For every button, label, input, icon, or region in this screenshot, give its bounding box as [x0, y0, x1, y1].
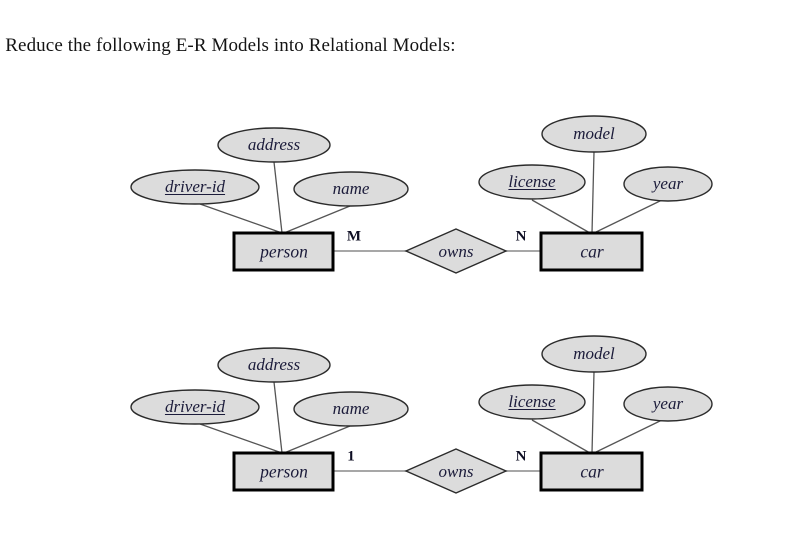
attribute-ellipse-model	[541, 335, 647, 373]
attribute-ellipse-driver-id	[130, 169, 260, 205]
entity-rect-car	[539, 451, 644, 492]
entity-rect-person	[232, 231, 335, 272]
relationship-diamond-owns	[404, 228, 508, 274]
connector-lines-person	[199, 381, 351, 454]
attribute-ellipse-address	[217, 127, 331, 163]
attribute-ellipse-driver-id	[130, 389, 260, 425]
connector-lines-car	[531, 151, 663, 234]
attribute-ellipse-license	[478, 164, 586, 200]
attribute-ellipse-license	[478, 384, 586, 420]
page-title: ) Reduce the following E-R Models into R…	[0, 35, 456, 56]
attribute-ellipse-model	[541, 115, 647, 153]
attribute-ellipse-name	[293, 391, 409, 427]
er-diagram-many-to-many: address driver-id name model license yea…	[0, 110, 805, 310]
attribute-ellipse-name	[293, 171, 409, 207]
er-diagram-one-to-many: address driver-id name model license yea…	[0, 330, 805, 530]
attribute-ellipse-address	[217, 347, 331, 383]
attribute-ellipse-year	[623, 386, 713, 422]
connector-lines-car	[531, 371, 663, 454]
attribute-ellipse-year	[623, 166, 713, 202]
entity-rect-person	[232, 451, 335, 492]
connector-lines-person	[199, 161, 351, 234]
entity-rect-car	[539, 231, 644, 272]
relationship-diamond-owns	[404, 448, 508, 494]
